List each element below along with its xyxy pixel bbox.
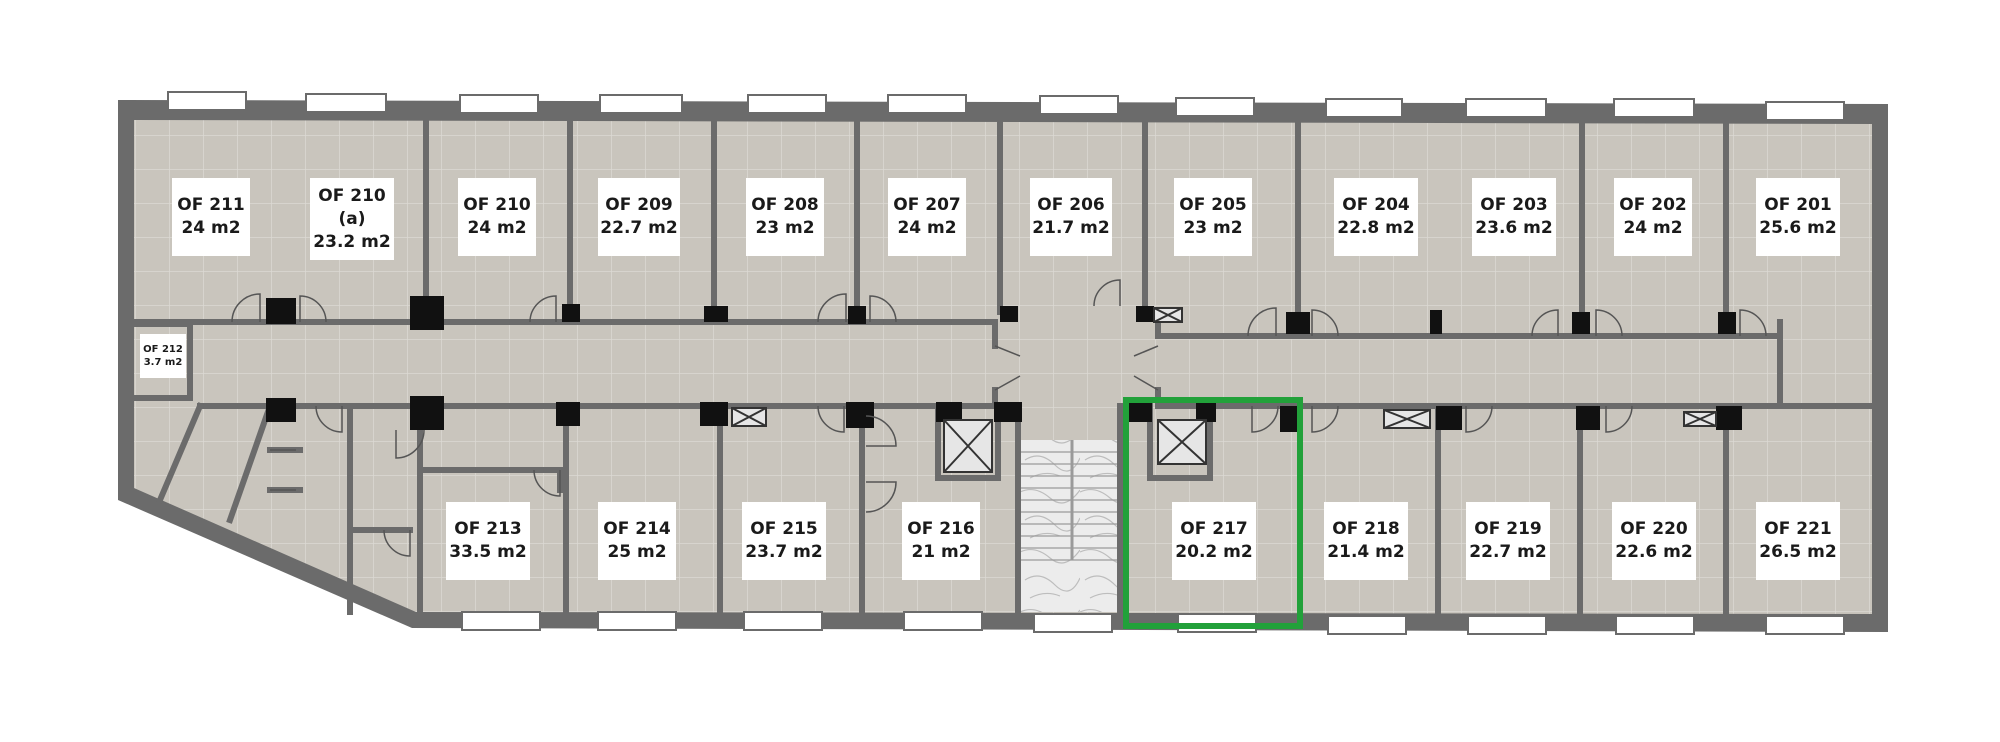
room-label-of-205[interactable]: OF 205 23 m2 [1174, 178, 1252, 256]
room-id: OF 204 [1342, 195, 1410, 215]
room-area: 24 m2 [1623, 218, 1683, 238]
room-label-of-211[interactable]: OF 211 24 m2 [172, 178, 250, 256]
room-id: OF 210 [463, 195, 531, 215]
room-area: 23.7 m2 [745, 542, 823, 562]
room-area: 23 m2 [1183, 218, 1243, 238]
room-area: 24 m2 [897, 218, 957, 238]
room-id: OF 210 [318, 185, 386, 206]
room-label-of-221[interactable]: OF 221 26.5 m2 [1756, 502, 1840, 580]
room-label-of-214[interactable]: OF 214 25 m2 [598, 502, 676, 580]
room-area: 22.7 m2 [1469, 542, 1547, 562]
door-swings [231, 279, 1767, 557]
room-label-of-220[interactable]: OF 220 22.6 m2 [1612, 502, 1696, 580]
room-id: OF 213 [454, 519, 522, 539]
room-id: OF 209 [605, 195, 673, 215]
room-id: OF 218 [1332, 519, 1400, 539]
room-id: OF 220 [1620, 519, 1688, 539]
room-area: 22.6 m2 [1615, 542, 1693, 562]
room-label-of-216[interactable]: OF 216 21 m2 [902, 502, 980, 580]
room-area: 21 m2 [911, 542, 971, 562]
stairwell [1020, 440, 1118, 612]
room-label-of-204[interactable]: OF 204 22.8 m2 [1334, 178, 1418, 256]
room-label-of-210a[interactable]: OF 210 (a) 23.2 m2 [310, 178, 394, 260]
room-label-of-203[interactable]: OF 203 23.6 m2 [1472, 178, 1556, 256]
room-id: OF 202 [1619, 195, 1687, 215]
room-sub: (a) [338, 208, 366, 229]
room-area: 22.8 m2 [1337, 218, 1415, 238]
room-area: 25 m2 [607, 542, 667, 562]
room-label-of-210[interactable]: OF 210 24 m2 [458, 178, 536, 256]
room-id: OF 212 [143, 344, 183, 355]
room-id: OF 219 [1474, 519, 1542, 539]
room-id: OF 221 [1764, 519, 1832, 539]
room-id: OF 207 [893, 195, 961, 215]
room-label-of-201[interactable]: OF 201 25.6 m2 [1756, 178, 1840, 256]
structural-pillars [266, 296, 1742, 432]
room-label-of-202[interactable]: OF 202 24 m2 [1614, 178, 1692, 256]
room-area: 20.2 m2 [1175, 542, 1253, 562]
room-label-of-213[interactable]: OF 213 33.5 m2 [446, 502, 530, 580]
north-windows [167, 91, 1845, 121]
room-area: 25.6 m2 [1759, 218, 1837, 238]
room-id: OF 208 [751, 195, 819, 215]
room-id: OF 206 [1037, 195, 1105, 215]
room-area: 33.5 m2 [449, 542, 527, 562]
room-area: 23.6 m2 [1475, 218, 1553, 238]
room-area: 21.4 m2 [1327, 542, 1405, 562]
room-area: 23 m2 [755, 218, 815, 238]
room-label-of-218[interactable]: OF 218 21.4 m2 [1324, 502, 1408, 580]
room-label-of-208[interactable]: OF 208 23 m2 [746, 178, 824, 256]
room-label-of-217[interactable]: OF 217 20.2 m2 [1172, 502, 1256, 580]
elevator-shafts [731, 307, 1717, 473]
room-label-of-206[interactable]: OF 206 21.7 m2 [1030, 178, 1112, 256]
room-id: OF 205 [1179, 195, 1247, 215]
room-id: OF 203 [1480, 195, 1548, 215]
room-id: OF 215 [750, 519, 818, 539]
room-area: 23.2 m2 [313, 231, 391, 252]
room-label-of-219[interactable]: OF 219 22.7 m2 [1466, 502, 1550, 580]
room-area: 24 m2 [467, 218, 527, 238]
room-label-of-209[interactable]: OF 209 22.7 m2 [598, 178, 680, 256]
room-id: OF 214 [603, 519, 671, 539]
room-label-of-215[interactable]: OF 215 23.7 m2 [742, 502, 826, 580]
room-id: OF 216 [907, 519, 975, 539]
room-area: 21.7 m2 [1032, 218, 1110, 238]
room-label-of-212[interactable]: OF 212 3.7 m2 [140, 334, 186, 378]
highlight-of-217 [1123, 397, 1303, 629]
room-area: 3.7 m2 [143, 357, 183, 368]
stair-steps [1020, 440, 1118, 561]
room-area: 26.5 m2 [1759, 542, 1837, 562]
room-id: OF 201 [1764, 195, 1832, 215]
room-label-of-207[interactable]: OF 207 24 m2 [888, 178, 966, 256]
room-area: 22.7 m2 [600, 218, 678, 238]
room-area: 24 m2 [181, 218, 241, 238]
room-id: OF 217 [1180, 519, 1248, 539]
room-id: OF 211 [177, 195, 245, 215]
